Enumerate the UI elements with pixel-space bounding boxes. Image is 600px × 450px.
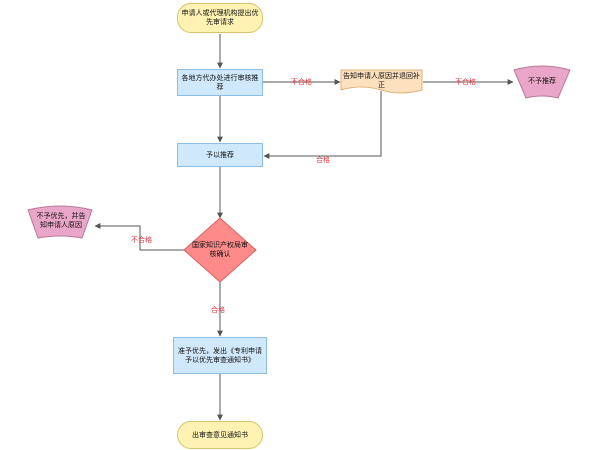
edge-label-notify-reject: 不合格 [455, 78, 476, 86]
edge-label-confirm-reject: 不合格 [131, 236, 152, 244]
edge-label-notify-recommend: 合格 [316, 156, 330, 164]
grant-node: 准予优先，发出《专利申请予以优先审查通知书》 [173, 337, 267, 374]
confirm-node: 国家知识产权局审核确认 [192, 241, 248, 258]
edge-label-confirm-grant: 合格 [211, 306, 225, 314]
confirm-diamond-shape [183, 217, 257, 283]
start-node: 申请人或代理机构提出优先审请求 [177, 3, 263, 33]
recommend-node: 予以推荐 [177, 143, 263, 167]
end-node: 出审查意见通知书 [177, 421, 263, 449]
reject-banner-shape [513, 65, 571, 99]
review-node: 各地方代办处进行审核推荐 [177, 69, 263, 96]
reject-node: 不予推荐 [528, 76, 556, 85]
edge-confirm-to-reject-notify [94, 223, 186, 251]
reject-notify-banner-shape [27, 205, 93, 239]
edge-label-review-notify: 不合格 [291, 78, 312, 86]
reject-notify-node: 不予优先，并告知申请人原因 [36, 212, 86, 229]
notify-document-shape [340, 69, 423, 94]
notify-node: 告知申请人原因并退回补正 [343, 72, 420, 89]
edge-notify-to-recommend [263, 91, 382, 159]
